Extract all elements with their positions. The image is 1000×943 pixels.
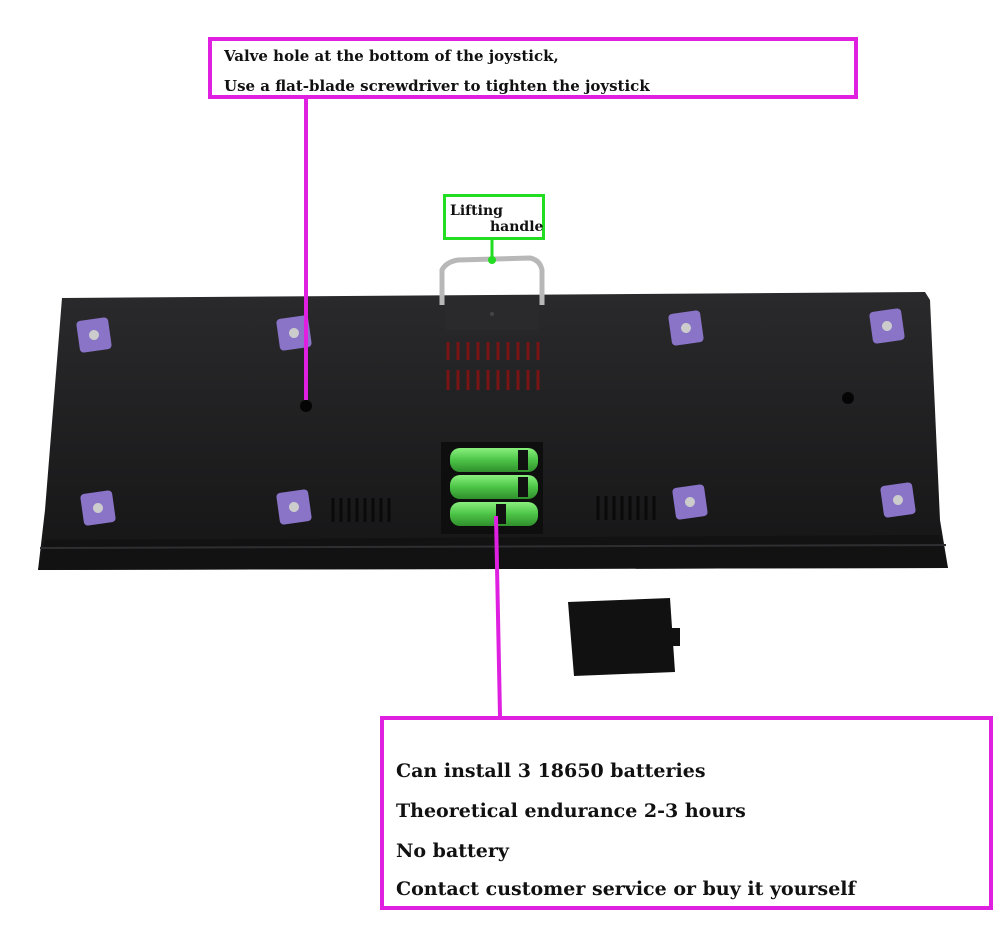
foot-pad <box>672 484 708 520</box>
foot-pad <box>880 482 916 518</box>
battery-compartment <box>441 442 543 534</box>
battery-callout-line3: No battery <box>396 840 509 862</box>
lifting-handle-callout-line1: Lifting <box>450 203 503 219</box>
battery-cover <box>568 598 680 676</box>
lifting-handle-callout-line2: handle <box>490 219 544 235</box>
valve-hole <box>300 400 312 412</box>
battery-callout-line1: Can install 3 18650 batteries <box>396 760 706 782</box>
foot-pad <box>76 317 112 353</box>
valve-hole-callout-line1: Valve hole at the bottom of the joystick… <box>224 47 559 65</box>
lifting-handle-callout: Lifting handle <box>443 194 545 240</box>
foot-pads <box>76 308 916 526</box>
foot-pad <box>276 489 312 525</box>
device-body <box>38 292 948 570</box>
battery-connector-line <box>494 515 502 717</box>
screw-hole <box>842 392 854 404</box>
top-vent <box>446 342 540 390</box>
valve-hole-callout-line2: Use a flat-blade screwdriver to tighten … <box>224 77 650 95</box>
foot-pad <box>869 308 905 344</box>
right-vent <box>596 496 656 520</box>
battery-callout-line4: Contact customer service or buy it yours… <box>396 878 856 900</box>
valve-hole-callout: Valve hole at the bottom of the joystick… <box>208 37 858 99</box>
left-vent <box>331 498 391 522</box>
battery-callout-line2: Theoretical endurance 2-3 hours <box>396 800 746 822</box>
handle-connector-dot <box>488 256 496 264</box>
foot-pad <box>276 315 312 351</box>
foot-pad <box>668 310 704 346</box>
foot-pad <box>80 490 116 526</box>
battery-callout: Can install 3 18650 batteries Theoretica… <box>380 716 993 910</box>
lifting-handle <box>439 255 545 330</box>
